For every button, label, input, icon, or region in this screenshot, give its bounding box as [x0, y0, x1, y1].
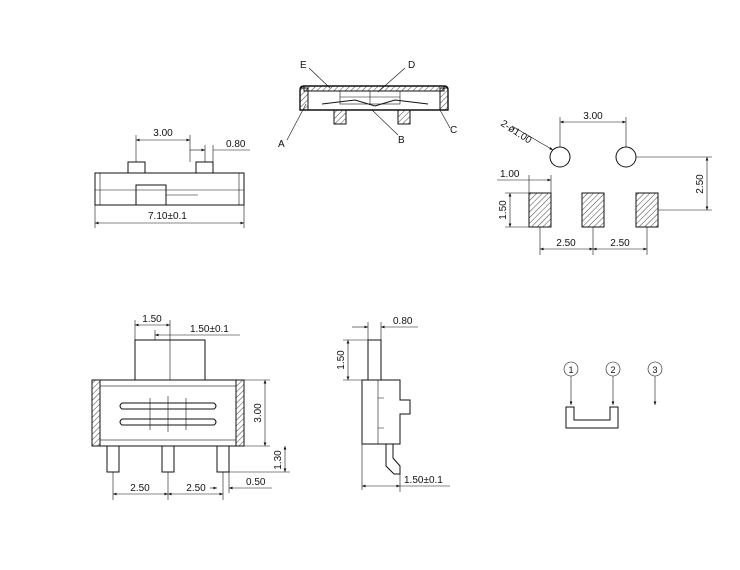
schematic-pin-1: 1 — [568, 365, 573, 375]
end-dim-knob-h: 1.50 — [336, 350, 347, 370]
end-knob — [367, 339, 382, 381]
top-view: 1.50 1.50±0.1 3.00 1.30 2.50 2.50 0.50 — [91, 314, 290, 500]
pcb-pad-2 — [581, 192, 605, 228]
top-pin-1 — [106, 445, 120, 473]
pcb-pad-3 — [635, 192, 659, 228]
top-pin-3 — [216, 445, 230, 473]
top-dim-pin-len: 1.30 — [273, 450, 284, 470]
end-dim-depth: 1.50±0.1 — [404, 475, 443, 486]
pcb-dim-holes: 2-ø1.00 — [498, 118, 533, 146]
pcb-dim-hole-pitch: 3.00 — [583, 111, 603, 122]
section-pin-right — [397, 109, 411, 125]
pcb-hole-right — [615, 146, 637, 168]
side-pin-right — [195, 161, 214, 174]
top-dim-pitch-1: 2.50 — [130, 483, 150, 494]
top-dim-knob-w: 1.50 — [142, 314, 162, 325]
side-view: 3.00 0.80 7.10±0.1 — [94, 128, 250, 228]
pcb-dim-pad-pitch-1: 2.50 — [556, 238, 576, 249]
section-label-b: B — [398, 135, 405, 146]
pcb-dim-offset: 2.50 — [695, 174, 706, 194]
top-dim-pitch-2: 2.50 — [186, 483, 206, 494]
schematic-pin-3: 3 — [652, 365, 657, 375]
side-knob — [135, 184, 167, 206]
section-label-d: D — [408, 60, 415, 71]
section-label-e: E — [300, 60, 307, 71]
section-pin-left — [333, 109, 347, 125]
end-view: 0.80 1.50 1.50±0.1 — [336, 316, 450, 492]
side-pin-left — [127, 161, 146, 174]
top-pin-2 — [161, 445, 175, 473]
pcb-dim-pad-h: 1.50 — [498, 200, 509, 220]
pcb-dim-pad-pitch-2: 2.50 — [610, 238, 630, 249]
pcb-pad-1 — [528, 192, 552, 228]
schematic: 1 2 3 — [563, 361, 663, 429]
end-dim-knob-d: 0.80 — [393, 316, 413, 327]
schematic-pin-2: 2 — [610, 365, 615, 375]
section-view: E D A B C — [278, 60, 457, 150]
top-dim-knob-travel: 1.50±0.1 — [190, 324, 229, 335]
side-dim-pin: 0.80 — [226, 139, 246, 150]
side-dim-length: 7.10±0.1 — [148, 211, 187, 222]
end-body — [361, 379, 411, 445]
side-body — [94, 172, 245, 206]
top-dim-height: 3.00 — [253, 403, 264, 423]
side-dim-pitch: 3.00 — [153, 128, 173, 139]
top-dim-pin-w: 0.50 — [246, 477, 266, 488]
section-label-a: A — [278, 139, 285, 150]
schematic-slider-contact — [565, 406, 619, 429]
pcb-dim-pad-w: 1.00 — [500, 169, 520, 180]
section-label-c: C — [450, 125, 457, 136]
pcb-layout: 3.00 2-ø1.00 2.50 1.00 1.50 2.50 2.50 — [497, 111, 712, 255]
